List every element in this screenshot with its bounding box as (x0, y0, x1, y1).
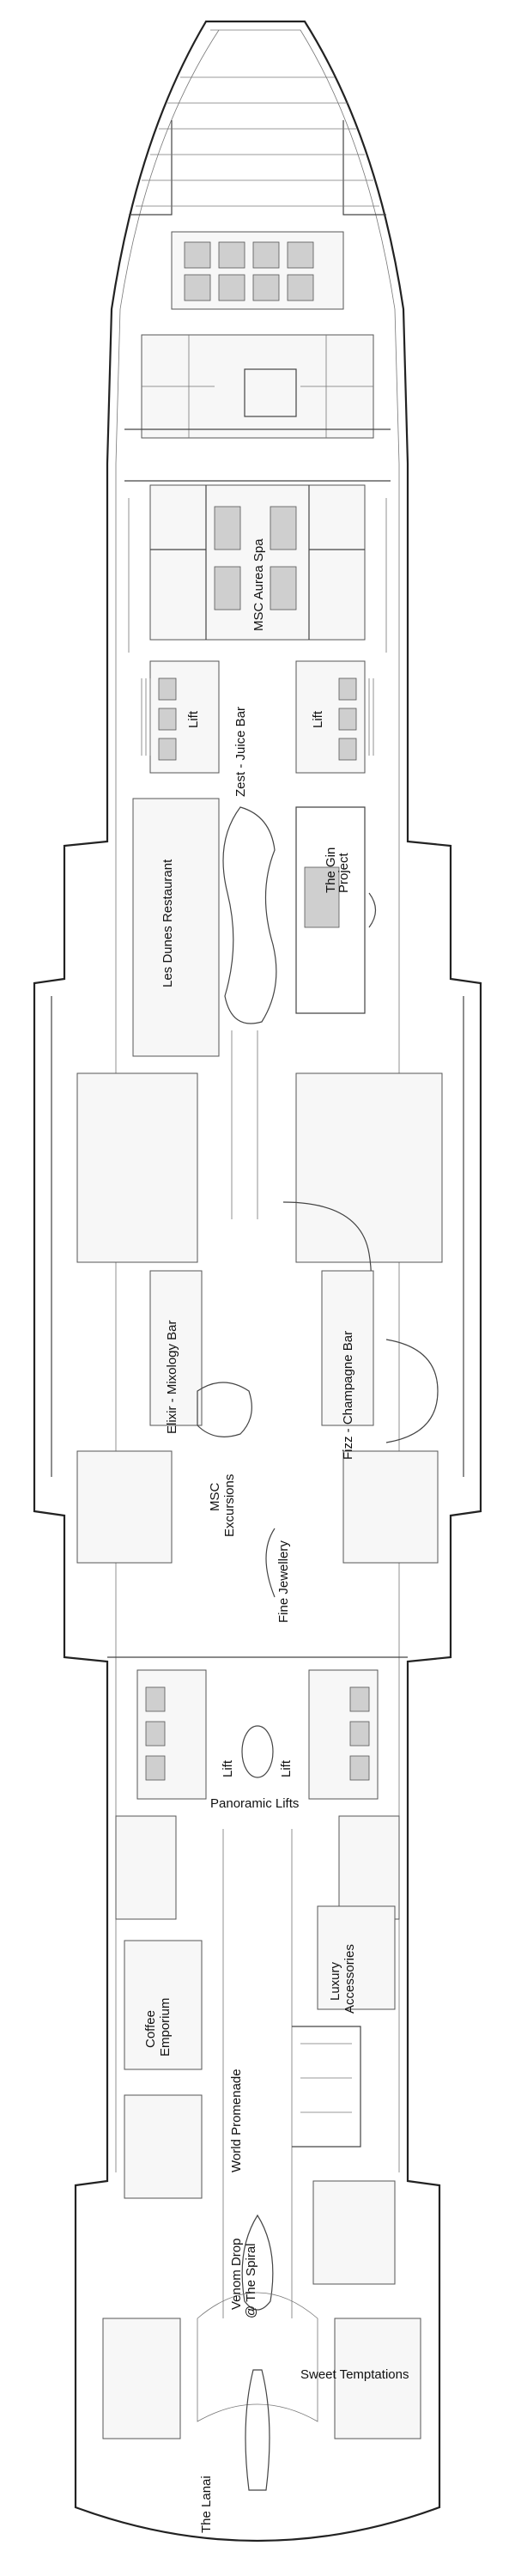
label-luxury-line2: Accessories (342, 1944, 357, 2014)
label-les-dunes: Les Dunes Restaurant (161, 859, 175, 987)
label-coffee-line2: Emporium (158, 1998, 173, 2057)
label-zest-juice-bar: Zest - Juice Bar (233, 707, 248, 797)
mid-lift-bank (107, 1528, 408, 1920)
label-venom-line1: Venom Drop (229, 2239, 244, 2310)
mid-ship-zone (51, 996, 464, 1564)
label-lift-mid-left: Lift (221, 1759, 235, 1777)
label-elixir-bar: Elixir - Mixology Bar (165, 1320, 179, 1434)
label-lanai: The Lanai (199, 2476, 214, 2533)
label-excursions-line2: Excursions (222, 1474, 237, 1537)
label-fizz-bar: Fizz - Champagne Bar (341, 1331, 355, 1460)
label-world-promenade: World Promenade (229, 2069, 244, 2172)
label-lift-mid-right: Lift (279, 1759, 294, 1777)
label-excursions-line1: MSC (208, 1483, 222, 1512)
restaurant-zone (132, 798, 377, 1219)
hull-outline (33, 20, 482, 2543)
bow-section (124, 76, 391, 482)
label-coffee-line1: Coffee (143, 2010, 158, 2048)
label-lift-fwd-right: Lift (311, 710, 325, 728)
label-sweet-temptations: Sweet Temptations (300, 2367, 409, 2382)
label-lift-fwd-left: Lift (186, 710, 201, 728)
label-gin-project-line1: The Gin (324, 848, 338, 893)
label-gin-project-line2: Project (336, 852, 351, 893)
label-aurea-spa: MSC Aurea Spa (251, 538, 266, 631)
hull-inner-line (115, 29, 400, 2172)
promenade-zone (102, 1829, 421, 2491)
label-venom-line2: @ The Spiral (244, 2244, 258, 2319)
label-luxury-line1: Luxury (328, 1961, 342, 2001)
spa-area (128, 484, 387, 653)
label-fine-jewellery: Fine Jewellery (276, 1540, 291, 1623)
forward-lift-bank (141, 660, 374, 774)
label-panoramic-lifts: Panoramic Lifts (210, 1796, 299, 1811)
